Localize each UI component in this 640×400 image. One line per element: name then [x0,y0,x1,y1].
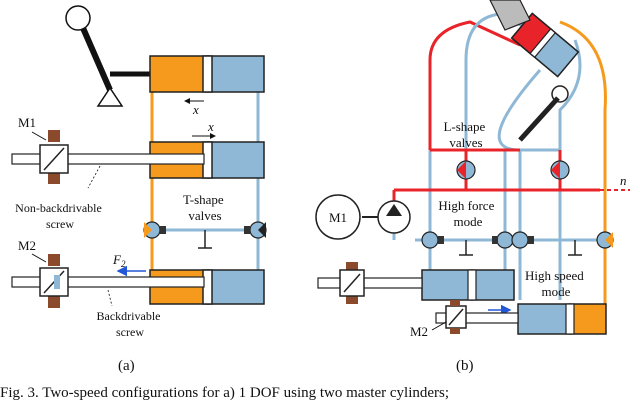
screw-b-1 [317,262,423,304]
high-force-label: High force mode [438,198,497,229]
panel-a-label: (a) [118,358,135,374]
motor-1-label-a: M1 [18,115,36,130]
l-shape-valve-left [456,160,476,180]
x-label-mid: x [207,119,214,134]
cylinder-1 [149,55,265,93]
motor-1-label-b: M1 [329,210,347,225]
t-shape-valve-right [244,221,267,239]
motor-2-label-b: M2 [410,324,428,339]
motor-2-label-a: M2 [18,238,36,253]
upper-mechanism [489,0,580,142]
f2-label: F2 [112,252,126,269]
valve-b-1 [421,231,444,249]
l-shape-valve-right [550,160,570,180]
x-label-top: x [192,102,199,117]
screw-b-2 [435,300,519,334]
panel-a: x x M1 Non-backdrivable screw [11,5,267,374]
handle-lever [65,5,152,107]
motor-1-b: M1 [315,194,361,240]
t-shape-label: T-shape valves [183,192,227,223]
valve-b-4 [596,231,614,249]
valve-b-3 [511,231,534,249]
high-speed-cylinder [517,303,607,335]
non-backdrivable-label: Non-backdrivable screw [15,201,105,231]
high-force-cylinder [421,269,515,301]
t-shape-valve-left [143,221,166,239]
backdrivable-label: Backdrivable screw [97,309,164,339]
pump [377,200,411,234]
n-label: n [620,173,627,188]
valve-b-2 [492,231,514,249]
panel-b-label: (b) [456,358,474,374]
backdrivable-screw [11,254,205,308]
figure-caption: Fig. 3. Two-speed configurations for a) … [0,385,449,400]
non-backdrivable-screw [11,130,205,184]
high-speed-label: High speed mode [525,268,587,299]
panel-b: n L-shape valves [315,0,630,374]
l-shape-label: L-shape valves [443,119,488,150]
